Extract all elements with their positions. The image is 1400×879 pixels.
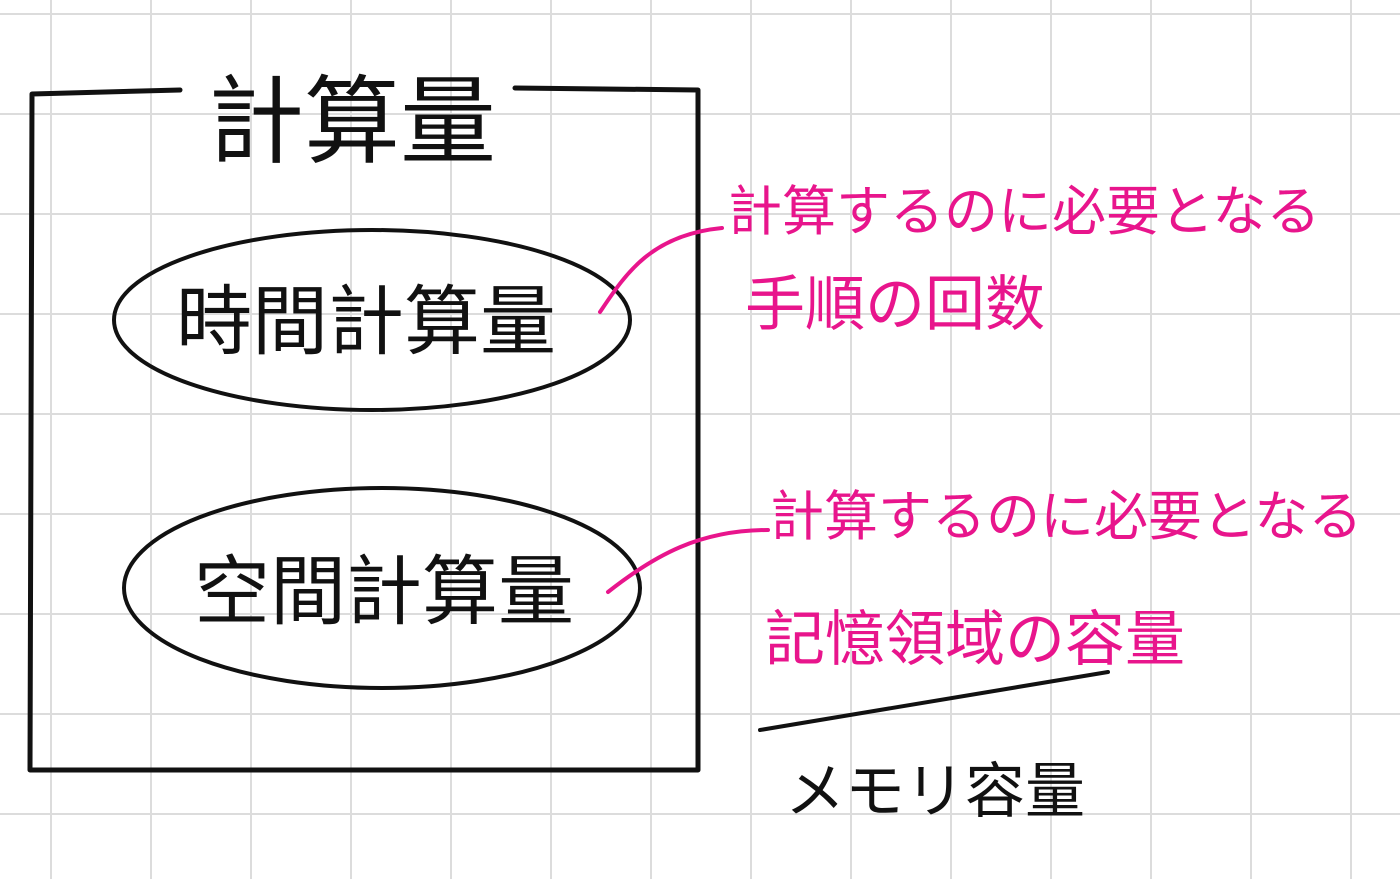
footnote-divider: [758, 670, 1110, 732]
diagram-title: 計算量: [208, 66, 496, 178]
annotation-space-line2: 記憶領域の容量: [765, 605, 1185, 675]
annotation-space-line1: 計算するのに必要となる: [770, 485, 1362, 548]
node-space-complexity-label: 空間計算量: [194, 547, 574, 636]
annotation-time-line1: 計算するのに必要となる: [728, 180, 1320, 243]
connector-space: [606, 528, 770, 594]
footnote-memory-capacity: メモリ容量: [785, 757, 1085, 827]
node-time-complexity-ellipse: [112, 228, 632, 412]
node-space-complexity-ellipse: [122, 486, 642, 690]
annotation-time-line2: 手順の回数: [745, 270, 1045, 340]
connector-time: [598, 226, 724, 314]
node-time-complexity-label: 時間計算量: [176, 277, 556, 366]
frame-border: [27, 85, 701, 773]
